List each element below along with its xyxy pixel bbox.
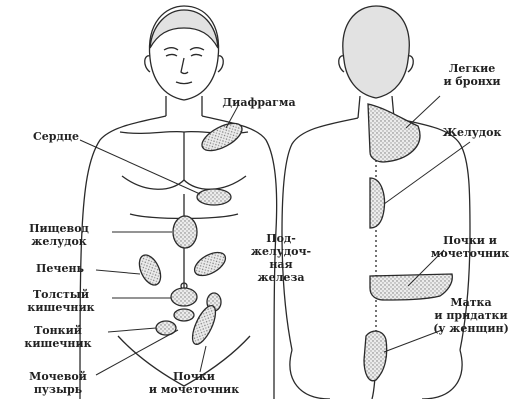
- label-liver: Печень: [28, 262, 92, 275]
- label-lungs: Легкие и бронхи: [432, 62, 512, 88]
- zone-esophagus: [173, 216, 197, 248]
- front-neck: [166, 96, 202, 116]
- zone-uterus-back: [364, 331, 387, 381]
- zone-pancreas: [191, 248, 229, 281]
- zone-stomach-back: [370, 178, 384, 228]
- label-uterus: Матка и придатки (у женщин): [424, 296, 518, 335]
- front-ear-right: [218, 56, 223, 72]
- front-eyebrows: [164, 48, 204, 50]
- label-pancreas: Под- желудоч- ная железа: [246, 232, 316, 284]
- zone-large-intestine: [171, 288, 197, 306]
- leader-small-intestine: [108, 328, 156, 332]
- zone-diaphragm: [198, 118, 246, 156]
- front-mouth: [176, 82, 192, 84]
- front-organ-zones: [135, 118, 246, 348]
- zone-small-intestine-2: [174, 309, 194, 321]
- back-head: [343, 6, 409, 98]
- front-nose: [181, 58, 188, 74]
- label-kidneys-back: Почки и мочеточник: [424, 234, 516, 260]
- leader-lungs: [406, 96, 440, 128]
- label-small-intestine: Тонкий кишечник: [12, 324, 104, 350]
- label-large-intestine: Толстый кишечник: [14, 288, 108, 314]
- label-bladder: Мочевой пузырь: [20, 370, 96, 396]
- front-eyes: [166, 55, 202, 57]
- leader-liver: [96, 270, 140, 274]
- zone-liver: [135, 252, 165, 289]
- zone-kidneys-front: [188, 303, 220, 348]
- leader-bladder: [96, 330, 178, 375]
- front-figure: [80, 6, 277, 399]
- label-diaphragm: Диафрагма: [214, 96, 304, 109]
- front-ear-left: [145, 56, 150, 72]
- label-heart: Сердце: [24, 130, 88, 143]
- leader-kidneys-front: [200, 346, 206, 372]
- label-esophagus: Пищевод желудок: [14, 222, 104, 248]
- label-stomach-back: Желудок: [432, 126, 512, 139]
- zone-heart: [197, 189, 231, 205]
- label-kidneys-front: Почки и мочеточник: [140, 370, 248, 396]
